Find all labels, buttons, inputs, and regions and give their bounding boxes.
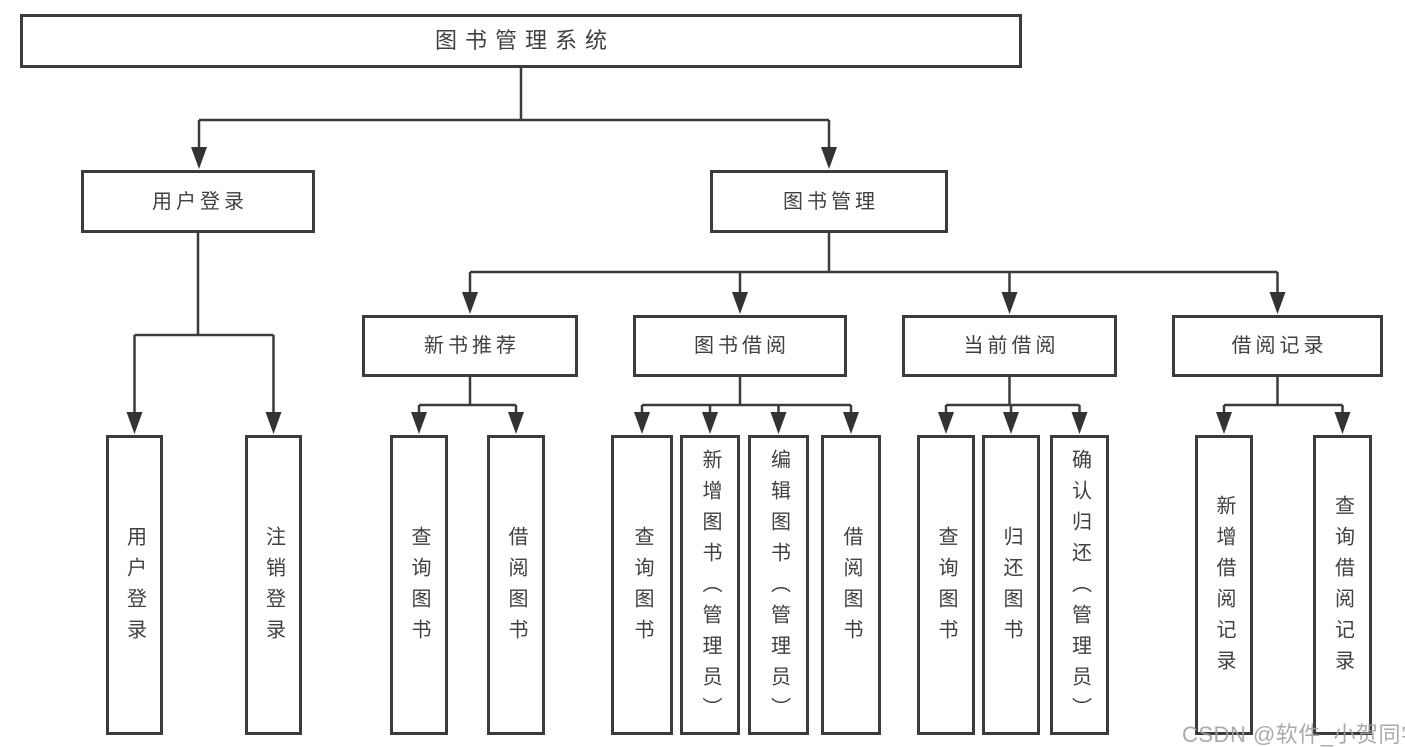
node-new-book-recommend: 新书推荐 (362, 315, 578, 377)
leaf-bb-edit-books-admin: 编辑图书（管理员） (748, 435, 809, 735)
node-user-login: 用户登录 (81, 170, 315, 233)
csdn-watermark: CSDN @软件_小贺同学 (1182, 722, 1405, 747)
node-library-management-system: 图书管理系统 (20, 14, 1022, 68)
leaf-cb-query-books: 查询图书 (917, 435, 975, 735)
leaf-nb-borrow-books: 借阅图书 (487, 435, 545, 735)
leaf-br-query-record: 查询借阅记录 (1313, 435, 1372, 735)
leaf-user-login: 用户登录 (106, 435, 163, 735)
leaf-cb-return-books: 归还图书 (982, 435, 1040, 735)
node-book-borrowing: 图书借阅 (633, 315, 847, 377)
node-book-management: 图书管理 (710, 170, 948, 233)
leaf-cb-confirm-return-admin: 确认归还（管理员） (1050, 435, 1109, 735)
leaf-nb-query-books: 查询图书 (390, 435, 448, 735)
leaf-bb-add-books-admin: 新增图书（管理员） (680, 435, 740, 735)
leaf-bb-borrow-books: 借阅图书 (821, 435, 881, 735)
leaf-logout: 注销登录 (245, 435, 302, 735)
leaf-bb-query-books: 查询图书 (611, 435, 673, 735)
leaf-br-add-record: 新增借阅记录 (1195, 435, 1253, 735)
node-current-borrowing: 当前借阅 (902, 315, 1117, 377)
node-borrowing-records: 借阅记录 (1172, 315, 1383, 377)
